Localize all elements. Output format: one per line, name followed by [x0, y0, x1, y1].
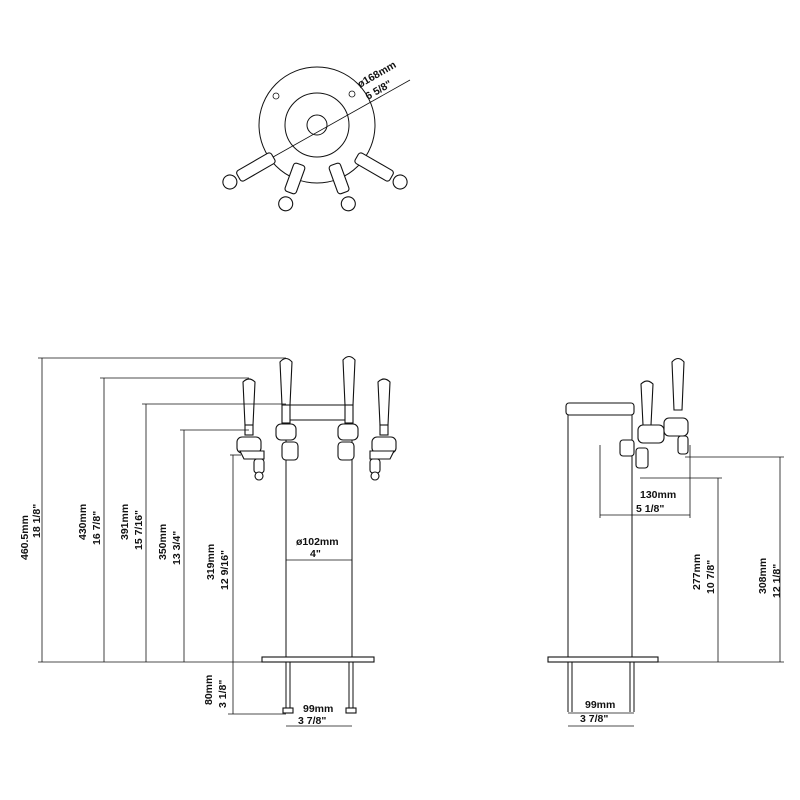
front-base-plate — [261, 656, 375, 663]
front-total-height-in: 18 1/8" — [31, 504, 43, 538]
side-base-plate — [547, 656, 659, 663]
front-base-width-mm: 99mm — [303, 703, 333, 715]
front-total-height-mm: 460.5mm — [19, 515, 31, 560]
front-391-mm: 391mm — [119, 504, 131, 540]
front-cap — [285, 404, 353, 421]
front-430-in: 16 7/8" — [91, 511, 103, 545]
side-308-in: 12 1/8" — [771, 564, 783, 598]
side-reach-in: 5 1/8" — [636, 503, 664, 515]
side-reach-mm: 130mm — [640, 489, 676, 501]
top-flange — [258, 66, 376, 184]
front-319-in: 12 9/16" — [219, 550, 231, 590]
side-277-in: 10 7/8" — [705, 560, 717, 594]
front-350-mm: 350mm — [157, 524, 169, 560]
front-column-dia-mm: ø102mm — [296, 536, 339, 548]
front-handle-2 — [279, 357, 293, 424]
front-430-mm: 430mm — [77, 504, 89, 540]
side-base-width-in: 3 7/8" — [580, 713, 608, 725]
front-319-mm: 319mm — [205, 544, 217, 580]
top-column — [284, 92, 350, 158]
front-view: 460.5mm 18 1/8" 430mm 16 7/8" 391mm 15 7… — [19, 355, 397, 727]
front-base-height-in: 3 1/8" — [217, 680, 229, 708]
front-handle-4 — [377, 378, 391, 436]
side-handle-1 — [640, 380, 654, 426]
front-391-in: 15 7/16" — [133, 510, 145, 550]
front-handle-3 — [342, 355, 356, 424]
side-view: 130mm 5 1/8" 277mm 10 7/8" 308mm 12 1/8"… — [547, 357, 784, 727]
top-view: ø168mm 6 5/8" — [222, 59, 411, 212]
side-handle-2 — [671, 357, 685, 411]
front-base-height-mm: 80mm — [203, 675, 215, 705]
front-base-width-in: 3 7/8" — [298, 715, 326, 727]
side-308-mm: 308mm — [757, 558, 769, 594]
top-bore — [306, 114, 328, 136]
side-base-width-mm: 99mm — [585, 699, 615, 711]
front-350-in: 13 3/4" — [171, 531, 183, 565]
front-column-dia-in: 4" — [310, 548, 321, 560]
side-277-mm: 277mm — [691, 554, 703, 590]
side-cap — [565, 402, 635, 416]
front-handle-1 — [242, 378, 256, 436]
